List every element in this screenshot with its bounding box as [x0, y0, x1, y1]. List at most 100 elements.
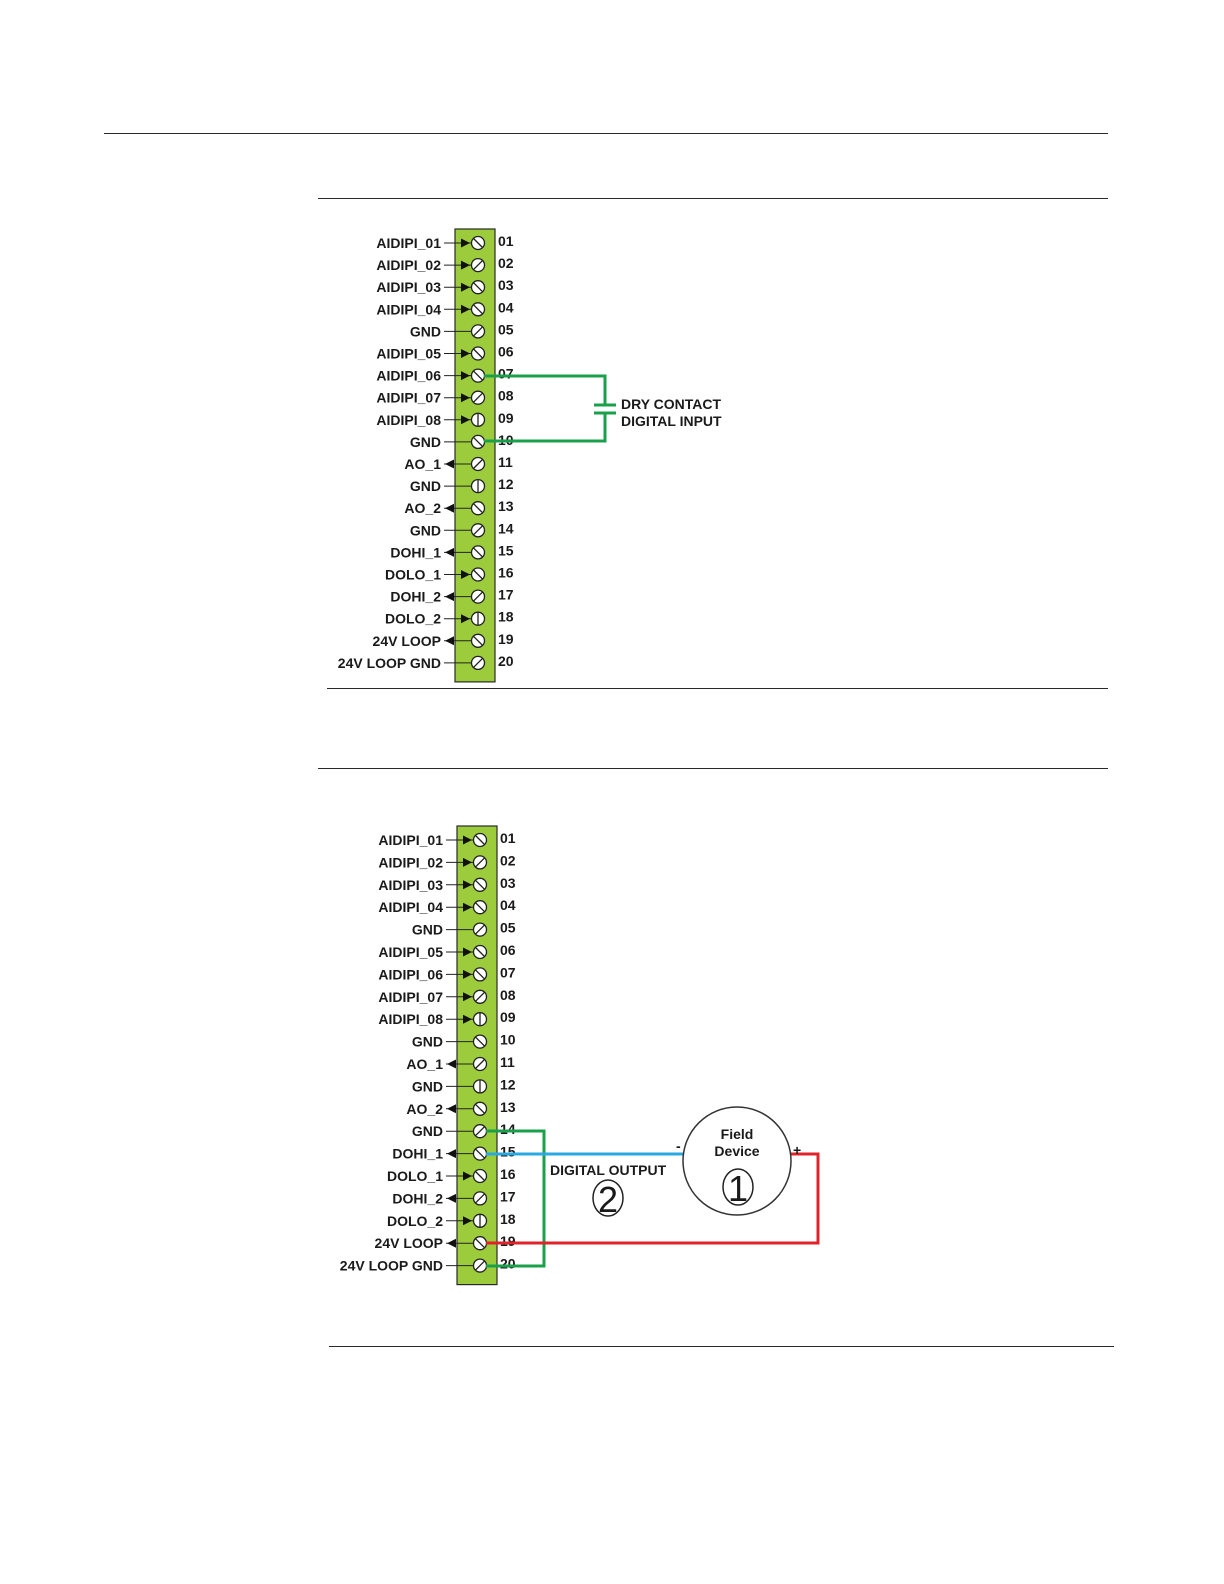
digital-output-label: DIGITAL OUTPUT	[550, 1162, 667, 1178]
pin-number: 14	[500, 1121, 516, 1137]
screw-slot	[475, 1193, 485, 1204]
pin-signal-label: AIDIPI_03	[378, 877, 443, 893]
input-arrow-icon	[461, 371, 470, 381]
pin-number: 16	[498, 565, 514, 581]
pin-signal-label: DOLO_2	[387, 1213, 443, 1229]
device-marker-number: 1	[728, 1168, 748, 1209]
page-top-rule	[104, 133, 1108, 134]
pin-signal-label: DOLO_1	[385, 567, 441, 583]
screw-slot	[475, 902, 485, 913]
screw-slot	[475, 1059, 485, 1069]
pin-signal-label: GND	[410, 434, 441, 450]
input-arrow-icon	[463, 880, 472, 890]
pin-number: 15	[500, 1144, 516, 1160]
screw-slot	[473, 238, 483, 248]
screw-slot	[475, 1260, 485, 1271]
output-arrow-icon	[447, 1059, 456, 1069]
ground-wire-pin14-to-pin20	[486, 1129, 546, 1268]
terminal-pin: AIDIPI_01 01	[378, 830, 515, 848]
pin-signal-label: AIDIPI_02	[376, 257, 441, 273]
input-arrow-icon	[461, 415, 470, 425]
screw-slot	[473, 282, 483, 293]
pin-number: 13	[500, 1099, 516, 1115]
screw-slot	[475, 1238, 485, 1249]
output-arrow-icon	[447, 1238, 456, 1248]
pin-signal-label: AIDIPI_05	[378, 944, 443, 960]
terminal-block-body	[454, 228, 496, 683]
screw-slot	[475, 835, 485, 845]
pin-signal-label: AIDIPI_07	[376, 390, 441, 406]
pin-signal-label: AIDIPI_02	[378, 854, 443, 870]
pin-number: 06	[498, 344, 514, 360]
pin-number: 03	[500, 875, 516, 891]
pin-signal-label: AIDIPI_01	[378, 832, 443, 848]
output-marker-number: 2	[598, 1179, 618, 1220]
pin-signal-label: GND	[410, 478, 441, 494]
screw-slot	[473, 657, 483, 668]
screw-slot	[473, 436, 483, 447]
pin-signal-label: GND	[412, 1078, 443, 1094]
output-arrow-icon	[445, 459, 454, 469]
figure1-bottom-rule	[327, 688, 1108, 689]
pin-signal-label: AIDIPI_03	[376, 279, 441, 295]
pin-number: 17	[500, 1188, 516, 1204]
device-marker-circle	[722, 1168, 754, 1206]
field-device-label-line1: Field	[721, 1126, 754, 1142]
terminal-pin: DOLO_1 16	[385, 565, 514, 583]
pin-signal-label: 24V LOOP GND	[340, 1258, 443, 1274]
pin-number: 12	[498, 476, 514, 492]
screw-slot	[475, 969, 485, 980]
pin-number: 08	[498, 388, 514, 404]
screw-slot	[475, 947, 485, 957]
pin-signal-label: DOHI_2	[390, 589, 441, 605]
input-arrow-icon	[463, 947, 472, 957]
pin-number: 20	[500, 1256, 516, 1272]
output-arrow-icon	[447, 1149, 456, 1159]
screw-slot	[475, 1126, 485, 1137]
screw-slot	[475, 991, 485, 1002]
minus-sign: -	[676, 1138, 681, 1154]
input-arrow-icon	[461, 260, 470, 270]
input-arrow-icon	[463, 835, 472, 845]
screw-slot	[473, 569, 483, 580]
input-arrow-icon	[463, 1171, 472, 1181]
screw-slot	[475, 879, 485, 890]
terminal-pin: GND 12	[410, 476, 514, 494]
screw-slot	[475, 1036, 485, 1047]
input-arrow-icon	[461, 304, 470, 314]
dry-contact-label: DRY CONTACT	[621, 396, 722, 412]
pin-number: 01	[500, 830, 516, 846]
pin-number: 03	[498, 277, 514, 293]
wire-pin07-to-contact	[484, 374, 607, 405]
output-arrow-icon	[445, 592, 454, 602]
screw-slot	[475, 924, 485, 935]
screw-slot	[473, 525, 483, 536]
pin-signal-label: AIDIPI_06	[378, 966, 443, 982]
terminal-pin: AIDIPI_02 02	[376, 255, 513, 273]
pin-signal-label: 24V LOOP GND	[338, 655, 441, 671]
screw-slot	[475, 857, 485, 868]
screw-slot	[473, 503, 483, 514]
pin-signal-label: DOLO_1	[387, 1168, 443, 1184]
pin-signal-label: AIDIPI_05	[376, 346, 441, 362]
input-arrow-icon	[463, 902, 472, 912]
pin-number: 06	[500, 942, 516, 958]
pin-number: 02	[498, 255, 514, 271]
screw-slot	[473, 459, 483, 469]
pin-number: 10	[500, 1032, 516, 1048]
